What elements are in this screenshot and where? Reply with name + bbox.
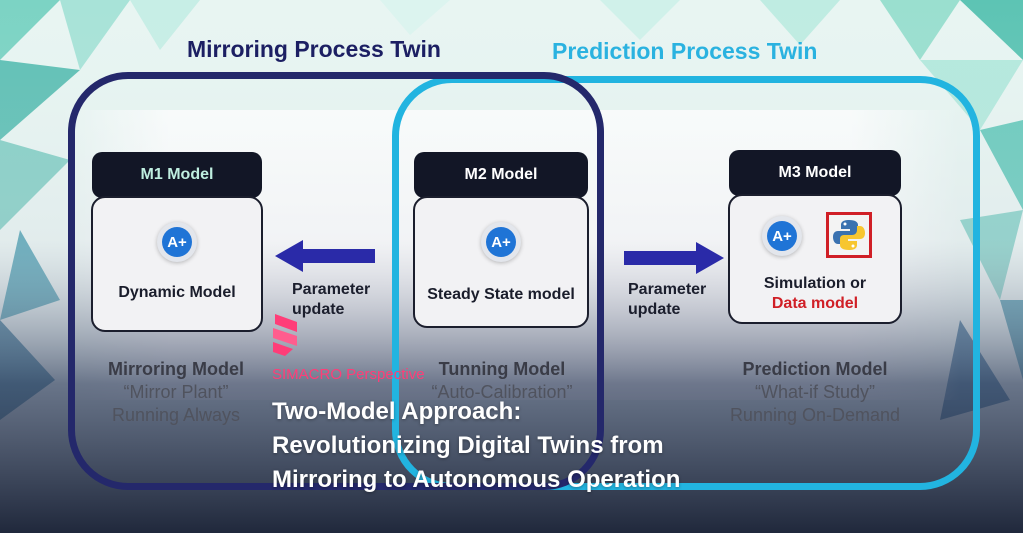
tunning-model-line1: “Auto-Calibration”: [431, 382, 573, 402]
param-update-right-line1: Parameter: [628, 281, 707, 298]
simacro-logo-icon: [273, 314, 297, 356]
m3-model-label: Simulation or Data model: [730, 274, 900, 314]
tunning-model-title: Tunning Model: [438, 359, 566, 379]
prediction-model-title: Prediction Model: [742, 359, 888, 379]
param-update-left-line1: Parameter: [292, 281, 371, 298]
param-update-right: Parameter update: [628, 280, 706, 320]
mirroring-twin-title: Mirroring Process Twin: [187, 36, 441, 62]
prediction-model-text: Prediction Model “What-if Study” Running…: [710, 358, 920, 427]
mirroring-model-text: Mirroring Model “Mirror Plant” Running A…: [96, 358, 256, 427]
mirroring-model-line2: Running Always: [111, 405, 241, 425]
m3-model-header: M3 Model: [729, 150, 901, 196]
badge-text: A+: [162, 227, 192, 257]
prediction-twin-frame: [392, 76, 980, 490]
mirroring-model-title: Mirroring Model: [108, 359, 244, 379]
m2-model-label: Steady State model: [427, 286, 575, 303]
m1-model-box: A+ Dynamic Model: [91, 196, 263, 332]
prediction-model-line1: “What-if Study”: [754, 382, 876, 402]
param-update-left: Parameter update: [292, 280, 370, 320]
mirroring-twin-frame: [68, 72, 604, 490]
tunning-model-text: Tunning Model “Auto-Calibration”: [412, 358, 592, 404]
aspen-plus-icon: A+: [481, 222, 521, 262]
python-icon: [826, 212, 872, 258]
m3-header-text: M3 Model: [778, 164, 852, 181]
param-update-right-line2: update: [628, 301, 681, 318]
m2-header-text: M2 Model: [464, 166, 538, 183]
mirroring-model-line1: “Mirror Plant”: [123, 382, 229, 402]
badge-text: A+: [767, 221, 797, 251]
headline-line1: Two-Model Approach:: [272, 398, 522, 425]
arrow-left-icon: [275, 240, 375, 272]
m1-model-header: M1 Model: [92, 152, 262, 198]
m2-model-box: A+ Steady State model: [413, 196, 589, 328]
prediction-twin-title: Prediction Process Twin: [552, 38, 818, 64]
param-update-left-line2: update: [292, 301, 345, 318]
arrow-right-icon: [624, 242, 724, 274]
m3-label-line2: Data model: [771, 295, 859, 312]
m1-header-text: M1 Model: [140, 166, 214, 183]
prediction-model-line2: Running On-Demand: [729, 405, 901, 425]
m2-model-header: M2 Model: [414, 152, 588, 198]
m1-model-label: Dynamic Model: [118, 284, 236, 301]
badge-text: A+: [486, 227, 516, 257]
aspen-plus-icon: A+: [157, 222, 197, 262]
m3-model-box: A+ Simulation or Data model: [728, 194, 902, 324]
headline-line3: Mirroring to Autonomous Operation: [272, 466, 681, 493]
brand-label: SIMACRO Perspective: [272, 366, 425, 383]
headline-line2: Revolutionizing Digital Twins from: [272, 432, 664, 459]
m3-label-line1: Simulation or: [763, 275, 867, 292]
aspen-plus-icon: A+: [762, 216, 802, 256]
